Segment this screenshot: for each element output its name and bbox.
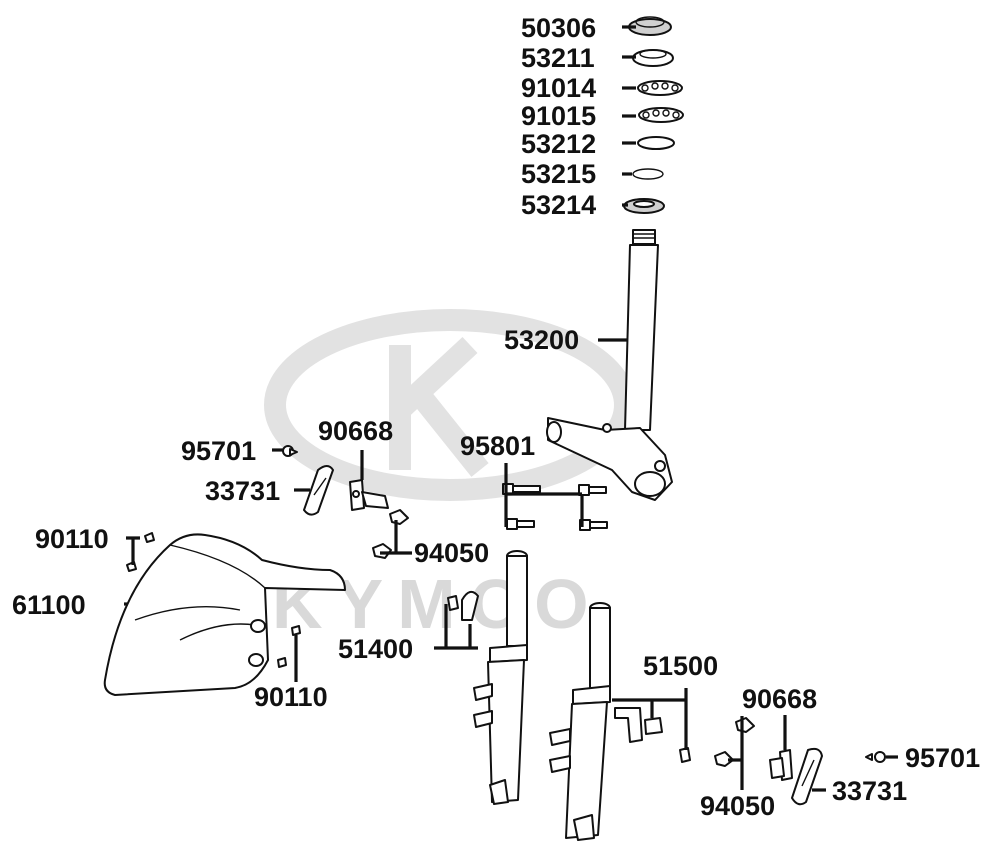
part-33731-left-reflector[interactable] [303,465,334,516]
part-51500-right-fork[interactable] [549,602,691,841]
label-94050-right: 94050 [700,791,775,821]
label-33731-right: 33731 [832,776,907,806]
leader-lines [124,25,898,792]
part-labels: 50306 53211 91014 91015 53212 53215 5321… [12,13,980,821]
part-53200-steering-stem[interactable] [546,229,673,501]
label-53200: 53200 [504,325,579,355]
label-91014: 91014 [521,73,596,103]
part-91015-ball-race[interactable] [638,107,684,123]
part-53211-nut[interactable] [632,49,674,67]
part-90668-left-bracket[interactable] [349,479,389,511]
label-90668-left: 90668 [318,416,393,446]
label-53214: 53214 [521,190,596,220]
label-90668-right: 90668 [742,684,817,714]
label-51500: 51500 [643,651,718,681]
part-95801-bolts[interactable] [502,483,608,531]
part-90668-right-bracket[interactable] [769,749,793,781]
part-53212-cone-race[interactable] [637,136,675,150]
part-33731-right-reflector[interactable] [791,747,823,806]
label-53215: 53215 [521,159,596,189]
part-61100-front-fender[interactable] [103,533,346,696]
part-53214-dust-seal[interactable] [623,198,665,214]
label-95801: 95801 [460,431,535,461]
label-94050-left: 94050 [414,538,489,568]
label-95701-left: 95701 [181,436,256,466]
part-95701-left-screw[interactable] [282,445,298,457]
part-91014-ball-race[interactable] [637,80,683,96]
label-90110-top: 90110 [35,524,109,554]
label-53212: 53212 [521,129,596,159]
label-51400: 51400 [338,634,413,664]
label-95701-right: 95701 [905,743,980,773]
part-53215-ring[interactable] [632,168,664,180]
label-33731-left: 33731 [205,476,280,506]
part-51400-left-fork[interactable] [447,550,528,805]
label-90110-bottom: 90110 [254,682,328,712]
label-61100: 61100 [12,590,86,620]
label-50306: 50306 [521,13,596,43]
part-94050-left-nuts[interactable] [372,509,409,559]
label-91015: 91015 [521,101,596,131]
label-53211: 53211 [521,43,595,73]
part-95701-right-screw[interactable] [865,751,886,763]
